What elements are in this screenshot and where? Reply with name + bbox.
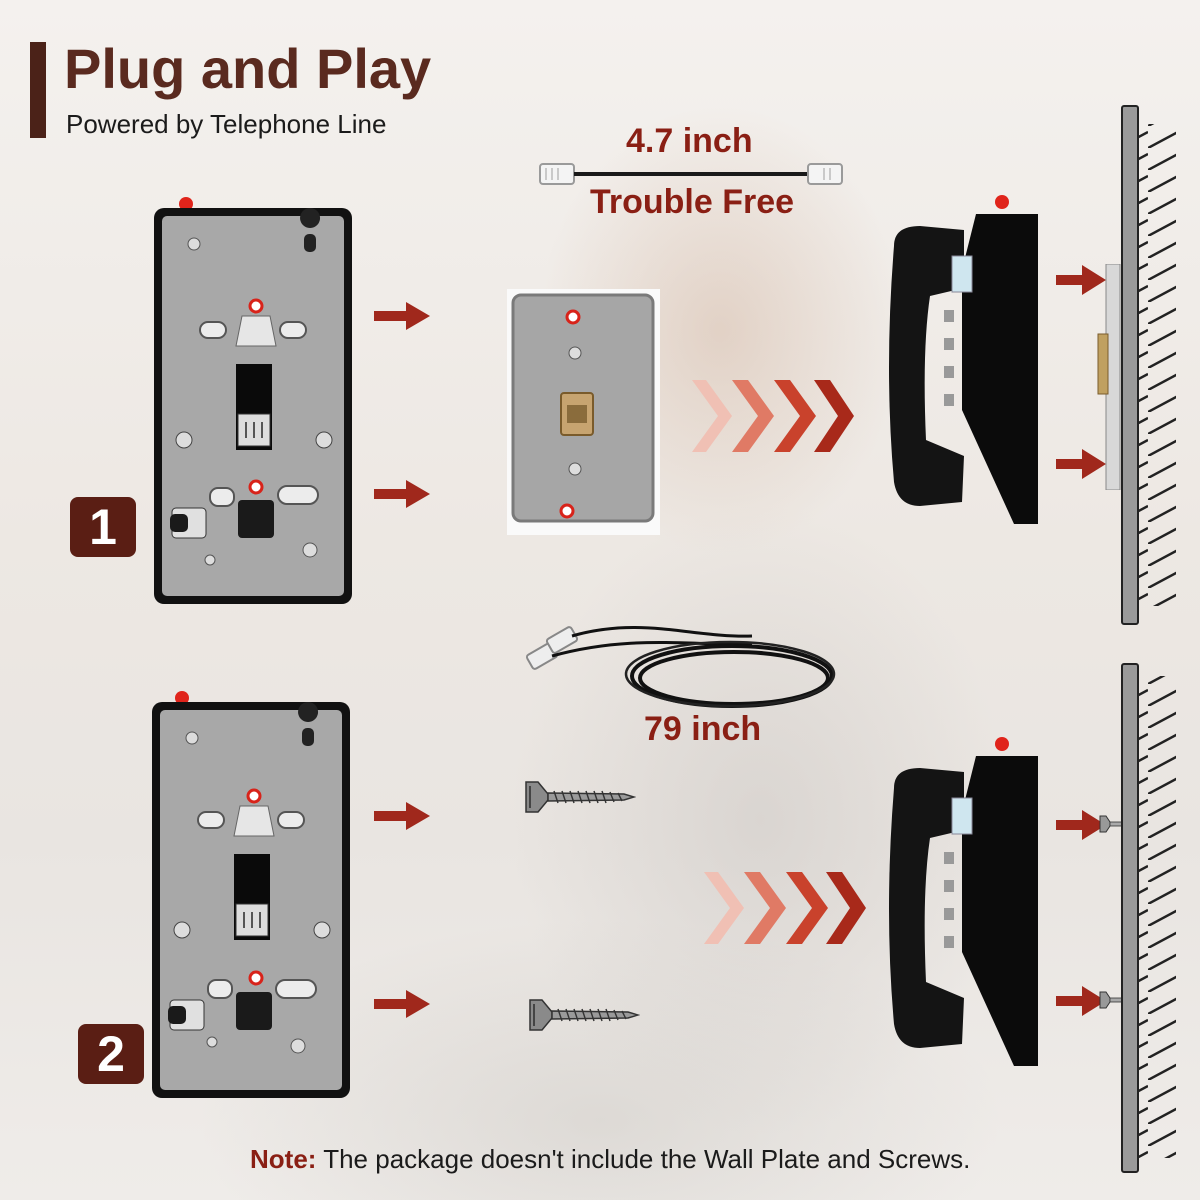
- arrow-right-icon: [374, 302, 430, 330]
- step-number-badge: 1: [70, 497, 136, 557]
- page-subtitle: Powered by Telephone Line: [66, 109, 387, 139]
- screw-icon: [1099, 991, 1124, 1009]
- long-cable-length-label: 79 inch: [644, 710, 762, 748]
- arrow-right-icon: [1056, 810, 1106, 840]
- wall-plate-side-icon: [1097, 264, 1121, 490]
- screw-icon: [525, 781, 636, 813]
- title-accent-bar: [30, 42, 46, 138]
- arrow-right-icon: [374, 480, 430, 508]
- arrow-right-icon: [1056, 449, 1106, 479]
- coiled-cable-icon: [525, 626, 836, 708]
- arrow-right-icon: [374, 802, 430, 830]
- note-label: Note:: [250, 1144, 317, 1174]
- phone-back-plate-icon: [154, 197, 352, 604]
- wall-hatch-icon: [1121, 663, 1176, 1173]
- step-number-badge: 2: [78, 1024, 144, 1084]
- arrow-right-icon: [1056, 986, 1106, 1016]
- short-cable-icon: [539, 163, 843, 185]
- wall-hatch-icon: [1121, 105, 1176, 625]
- short-cable-length-label: 4.7 inch: [626, 122, 753, 160]
- screw-icon: [1099, 815, 1124, 833]
- wall-plate-jack-icon: [507, 289, 660, 535]
- page-title: Plug and Play: [64, 37, 432, 100]
- chevron-arrows-icon: [692, 380, 854, 452]
- arrow-right-icon: [374, 990, 430, 1018]
- wall-phone-side-icon: [889, 195, 1038, 524]
- note-text: The package doesn't include the Wall Pla…: [323, 1144, 971, 1174]
- short-cable-caption: Trouble Free: [590, 183, 795, 221]
- wall-phone-side-icon: [889, 737, 1038, 1066]
- phone-back-plate-icon: [152, 691, 350, 1098]
- footer-note: Note: The package doesn't include the Wa…: [250, 1144, 970, 1175]
- arrow-right-icon: [1056, 265, 1106, 295]
- screw-icon: [529, 999, 640, 1031]
- chevron-arrows-icon: [704, 872, 866, 944]
